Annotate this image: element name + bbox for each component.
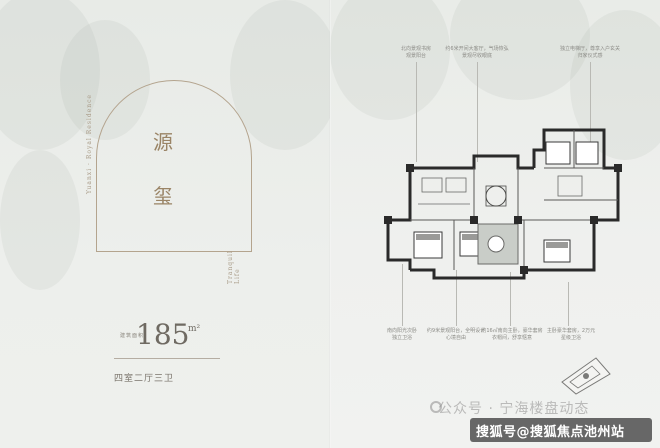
note-balcony: 约9米景观阳台，全明设计 心境自由 xyxy=(426,328,486,341)
page-fold xyxy=(329,0,331,448)
note-leader xyxy=(510,272,511,326)
project-title-char-2: 玺 xyxy=(153,184,173,208)
title-arch xyxy=(96,80,252,252)
note-leader xyxy=(477,62,478,162)
vertical-caption-top: Yuanxi · Royal Residence xyxy=(86,94,93,194)
tree-silhouette xyxy=(0,0,100,150)
watermark-text: 搜狐号@搜狐焦点池州站 xyxy=(476,425,625,440)
floor-plan xyxy=(384,128,622,280)
watermark-faint: 公众号 · 宁海楼盘动态 xyxy=(438,401,590,417)
note-elevator: 独立电梯厅，尊享入户玄关 归家仪式感 xyxy=(560,46,621,59)
note-living: 约6米开间大客厅，气场恢弘 景观尽收眼底 xyxy=(445,46,509,59)
project-title-char-1: 源 xyxy=(153,130,173,154)
tree-silhouette xyxy=(0,150,80,290)
area-prefix: 建筑面积 xyxy=(120,333,145,339)
area-unit: m² xyxy=(188,324,201,334)
area-block: 建筑面积 185 m² xyxy=(120,312,220,352)
note-leader xyxy=(590,62,591,162)
tree-silhouette xyxy=(330,0,450,120)
note-master-bedroom: 约16㎡南向主卧，豪华套房 衣帽间，舒享惬意 xyxy=(481,328,543,341)
note-second-bedroom: 南向阳光次卧 独立卫浴 xyxy=(386,328,417,341)
note-study: 北向景观书房 观景阳台 xyxy=(400,46,431,59)
tree-silhouette xyxy=(570,10,660,160)
area-divider xyxy=(114,358,220,359)
note-leader xyxy=(402,264,403,326)
area-value: 185 xyxy=(136,318,190,351)
note-leader xyxy=(416,62,417,162)
tree-silhouette xyxy=(450,0,590,100)
wechat-logo-icon xyxy=(430,401,442,413)
layout-type: 四室二厅三卫 xyxy=(114,374,175,384)
watermark-bar xyxy=(470,418,652,442)
tree-silhouette xyxy=(230,0,340,150)
note-leader xyxy=(456,270,457,326)
vertical-caption-bottom: Tranquil Life xyxy=(227,250,241,284)
north-compass xyxy=(561,357,611,395)
left-page xyxy=(0,0,330,448)
note-master-bath: 主卧豪华套房，2万元 星级卫浴 xyxy=(546,328,596,341)
note-leader xyxy=(568,282,569,326)
